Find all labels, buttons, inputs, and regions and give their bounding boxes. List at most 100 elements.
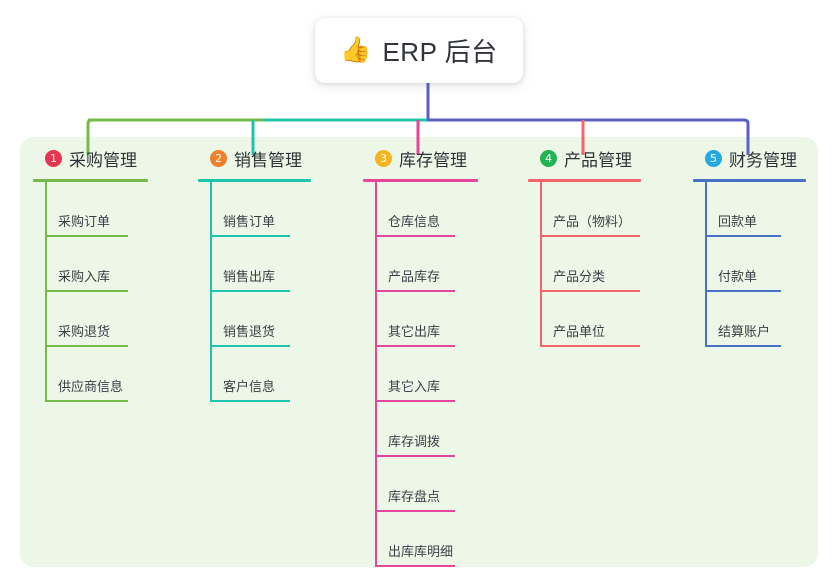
leaf-label: 产品库存: [388, 269, 441, 284]
branch-underline: [198, 179, 311, 182]
branch-column-5: 5 财务管理回款单付款单结算账户: [693, 145, 806, 347]
branch-title: 财务管理: [729, 150, 797, 170]
leaf-node[interactable]: 结算账户: [693, 292, 806, 347]
leaf-label: 采购入库: [58, 269, 111, 284]
leaf-underline: [375, 455, 455, 457]
branch-title: 库存管理: [399, 150, 467, 170]
branch-underline: [33, 179, 148, 182]
leaf-label: 销售退货: [223, 324, 276, 339]
branch-number-badge: 5: [705, 149, 722, 167]
branch-number-badge: 2: [210, 149, 227, 167]
leaf-label: 付款单: [718, 269, 758, 284]
leaf-underline: [375, 345, 455, 347]
branch-number-badge: 4: [540, 149, 557, 167]
leaf-node[interactable]: 销售退货: [198, 292, 311, 347]
branch-children: 回款单付款单结算账户: [693, 182, 806, 347]
leaf-underline: [375, 400, 455, 402]
leaf-node[interactable]: 采购退货: [33, 292, 148, 347]
leaf-node[interactable]: 出库库明细: [363, 512, 478, 567]
leaf-node[interactable]: 回款单: [693, 182, 806, 237]
branch-underline: [693, 179, 806, 182]
branch-header-2[interactable]: 2 销售管理: [198, 145, 311, 171]
leaf-underline: [210, 345, 290, 347]
branches-panel: [20, 137, 818, 567]
branch-column-2: 2 销售管理销售订单销售出库销售退货客户信息: [198, 145, 311, 402]
branch-title: 销售管理: [234, 150, 302, 170]
leaf-underline: [375, 235, 455, 237]
leaf-node[interactable]: 销售订单: [198, 182, 311, 237]
leaf-label: 其它出库: [388, 324, 441, 339]
leaf-node[interactable]: 采购订单: [33, 182, 148, 237]
leaf-node[interactable]: 库存调拨: [363, 402, 478, 457]
leaf-underline: [210, 400, 290, 402]
branch-header-3[interactable]: 3 库存管理: [363, 145, 478, 171]
branch-title: 产品管理: [564, 150, 632, 170]
branch-children: 销售订单销售出库销售退货客户信息: [198, 182, 311, 402]
leaf-underline: [45, 400, 128, 402]
branch-children: 产品（物料） 产品分类产品单位: [528, 182, 641, 347]
branch-children: 采购订单采购入库采购退货供应商信息: [33, 182, 148, 402]
branch-spine: [375, 182, 377, 567]
branch-number-badge: 1: [45, 149, 62, 167]
leaf-underline: [45, 235, 128, 237]
leaf-node[interactable]: 产品分类: [528, 237, 641, 292]
leaf-node[interactable]: 采购入库: [33, 237, 148, 292]
branch-spine: [540, 182, 542, 347]
leaf-label: 供应商信息: [58, 379, 124, 394]
leaf-underline: [375, 565, 455, 567]
leaf-underline: [210, 235, 290, 237]
branch-underline: [363, 179, 478, 182]
leaf-underline: [375, 510, 455, 512]
leaf-node[interactable]: 产品库存: [363, 237, 478, 292]
leaf-label: 回款单: [718, 214, 758, 229]
leaf-underline: [210, 290, 290, 292]
leaf-node[interactable]: 产品单位: [528, 292, 641, 347]
root-node[interactable]: 👍 ERP 后台: [315, 18, 523, 83]
leaf-underline: [705, 345, 781, 347]
leaf-node[interactable]: 客户信息: [198, 347, 311, 402]
leaf-underline: [705, 290, 781, 292]
leaf-label: 产品单位: [553, 324, 606, 339]
leaf-label: 出库库明细: [388, 544, 454, 559]
leaf-node[interactable]: 销售出库: [198, 237, 311, 292]
leaf-underline: [45, 290, 128, 292]
leaf-label: 销售出库: [223, 269, 276, 284]
branch-column-4: 4 产品管理产品（物料） 产品分类产品单位: [528, 145, 641, 347]
leaf-label: 仓库信息: [388, 214, 441, 229]
leaf-label: 库存调拨: [388, 434, 441, 449]
leaf-node[interactable]: 产品（物料）: [528, 182, 641, 237]
leaf-node[interactable]: 付款单: [693, 237, 806, 292]
leaf-label: 其它入库: [388, 379, 441, 394]
leaf-node[interactable]: 其它入库: [363, 347, 478, 402]
leaf-node[interactable]: 其它出库: [363, 292, 478, 347]
branch-column-3: 3 库存管理仓库信息产品库存其它出库其它入库库存调拨库存盘点出库库明细: [363, 145, 478, 567]
leaf-underline: [540, 290, 640, 292]
leaf-node[interactable]: 供应商信息: [33, 347, 148, 402]
leaf-label: 产品分类: [553, 269, 606, 284]
branch-spine: [210, 182, 212, 402]
leaf-label: 结算账户: [718, 324, 771, 339]
leaf-underline: [375, 290, 455, 292]
leaf-node[interactable]: 库存盘点: [363, 457, 478, 512]
leaf-label: 采购退货: [58, 324, 111, 339]
branch-header-4[interactable]: 4 产品管理: [528, 145, 641, 171]
branch-underline: [528, 179, 641, 182]
branch-spine: [705, 182, 707, 347]
leaf-label: 产品（物料）: [553, 214, 632, 229]
branch-spine: [45, 182, 47, 402]
leaf-underline: [705, 235, 781, 237]
leaf-label: 客户信息: [223, 379, 276, 394]
leaf-label: 采购订单: [58, 214, 111, 229]
leaf-underline: [540, 345, 640, 347]
branch-header-5[interactable]: 5 财务管理: [693, 145, 806, 171]
leaf-label: 库存盘点: [388, 489, 441, 504]
root-title: ERP 后台: [382, 37, 498, 67]
leaf-node[interactable]: 仓库信息: [363, 182, 478, 237]
leaf-label: 销售订单: [223, 214, 276, 229]
branch-number-badge: 3: [375, 149, 392, 167]
thumbs-up-icon: 👍: [340, 36, 372, 64]
branch-children: 仓库信息产品库存其它出库其它入库库存调拨库存盘点出库库明细: [363, 182, 478, 567]
